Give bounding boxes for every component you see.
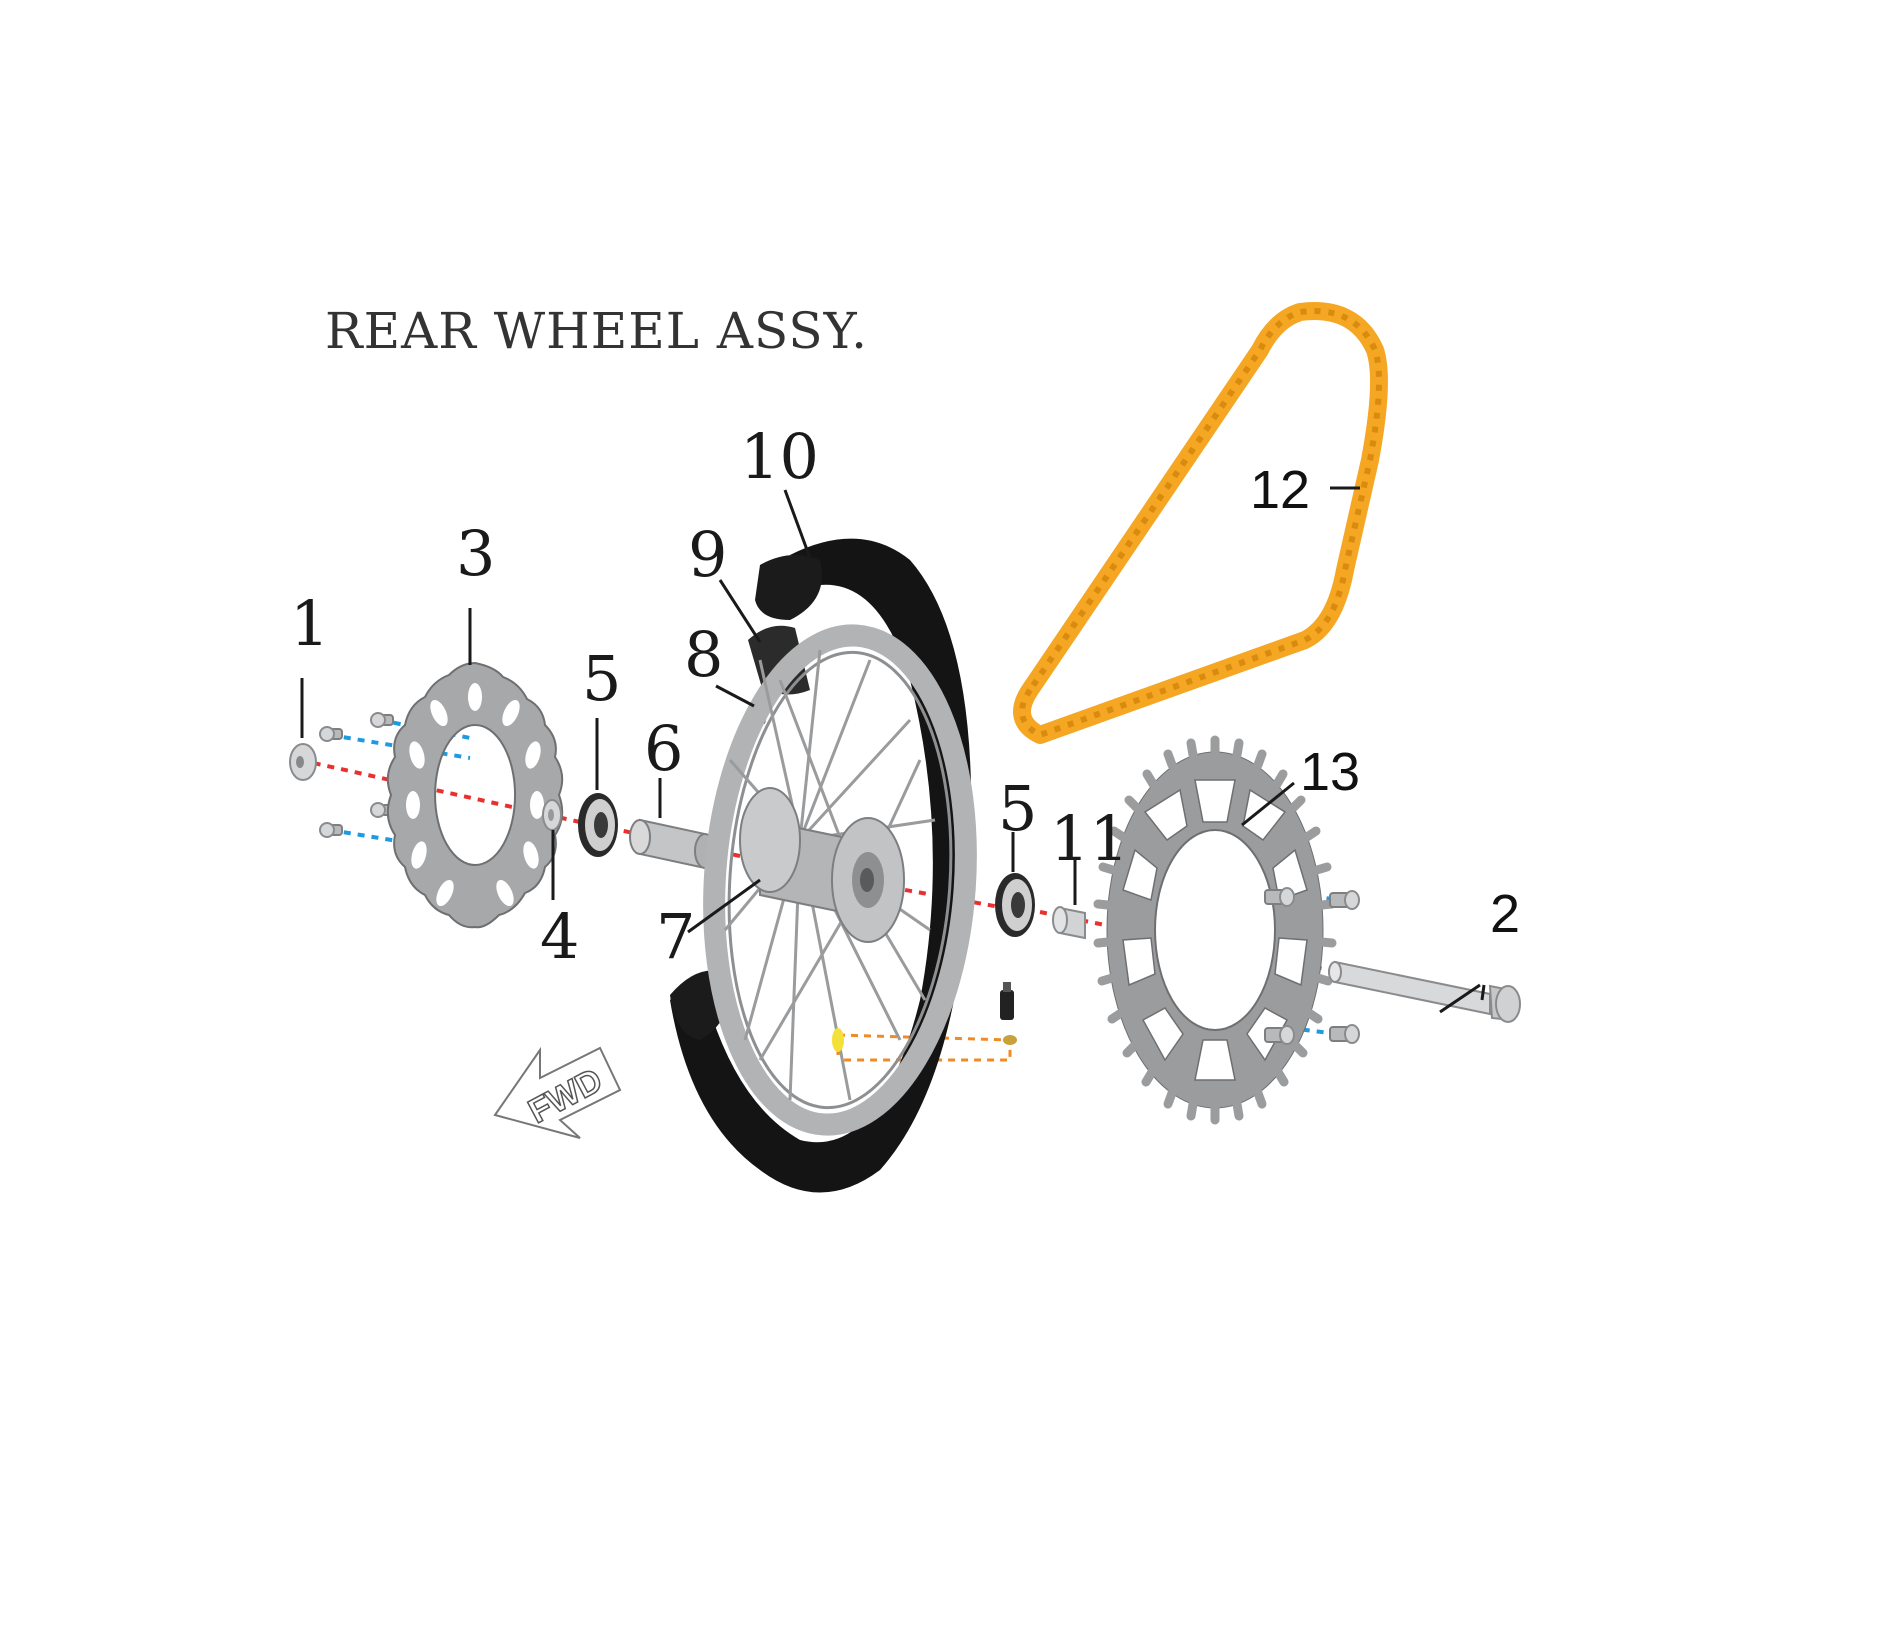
rear-sprocket (1093, 735, 1337, 1125)
wheel-hub (739, 787, 905, 943)
rear-axle (1328, 960, 1521, 1023)
callout-2: 2 (1490, 884, 1520, 944)
axle-nut (289, 743, 317, 781)
brake-disc-bolts (319, 712, 394, 838)
hub-spacer-tube (629, 818, 716, 870)
callout-4: 4 (540, 900, 579, 973)
callout-1: 1 (290, 587, 329, 660)
callout-5-left: 5 (582, 642, 621, 715)
callout-6: 6 (644, 712, 683, 785)
drive-chain (1013, 302, 1388, 744)
callout-12: 12 (1250, 460, 1310, 520)
callout-10: 10 (740, 420, 819, 493)
callout-11: 11 (1050, 802, 1129, 875)
callout-9: 9 (688, 518, 727, 591)
sprocket-collar (1052, 906, 1086, 940)
callout-7: 7 (656, 900, 695, 973)
callout-5-right: 5 (998, 772, 1037, 845)
wheel-bearing-right (995, 873, 1035, 937)
callout-8: 8 (684, 618, 723, 691)
callout-13: 13 (1300, 742, 1360, 802)
brake-disc (386, 661, 564, 929)
callout-numbers: 1 2 3 4 5 6 7 8 9 10 5 11 12 13 (290, 420, 1520, 973)
callout-3: 3 (456, 517, 495, 590)
wheel-bearing-left (578, 793, 618, 857)
tire-valve (832, 982, 1017, 1052)
callout-leaders (300, 486, 1486, 1014)
sprocket-bolts (1264, 887, 1360, 1045)
forward-direction-arrow: FWD (493, 1046, 622, 1139)
diagram-title: REAR WHEEL ASSY. (325, 302, 868, 360)
spacer-washer (542, 799, 562, 831)
